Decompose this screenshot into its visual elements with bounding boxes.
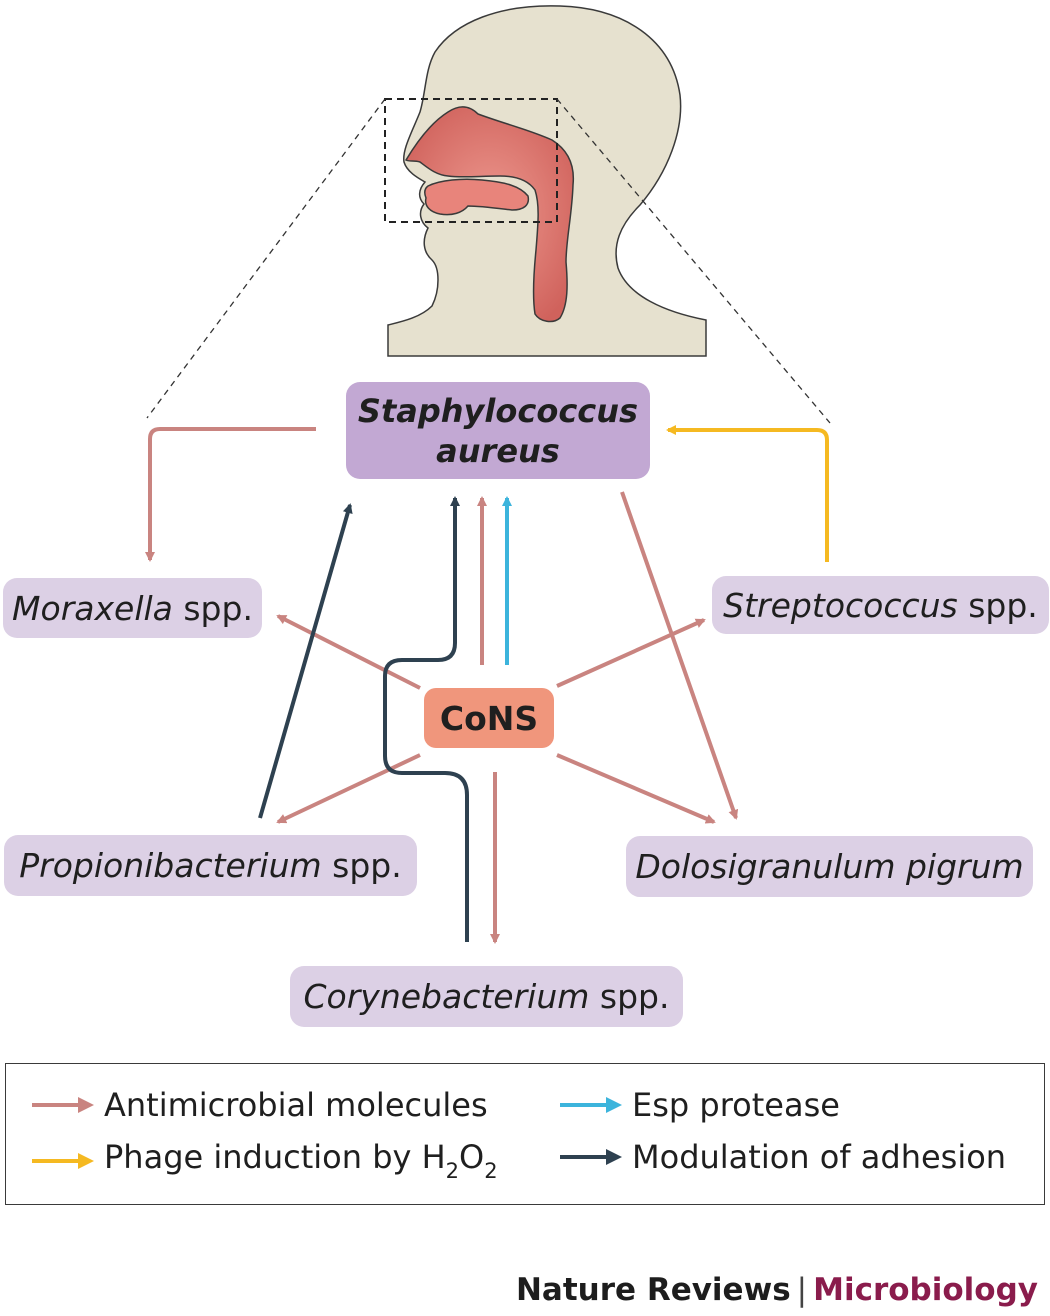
dolosigranulum-name: Dolosigranulum pigrum: [635, 847, 1024, 886]
journal-name: Nature Reviews: [515, 1272, 791, 1308]
legend-item-esp: Esp protease: [558, 1086, 840, 1124]
streptococcus-suffix: spp.: [957, 585, 1038, 625]
arrow-staph-to-dolosigranulum: [620, 491, 739, 820]
legend-arrow-esp: [560, 1097, 622, 1113]
phage-sub2: 2: [484, 1159, 498, 1183]
node-streptococcus: Streptococcus spp.: [712, 576, 1049, 634]
arrow-cons-to-streptococcus: [556, 618, 706, 688]
legend-label-esp: Esp protease: [632, 1086, 840, 1124]
arrow-cons-to-dolosigranulum: [556, 753, 716, 824]
staph-line1: Staphylococcus: [357, 391, 639, 430]
arrow-streptococcus-to-staph: [666, 425, 829, 562]
head-illustration: [384, 5, 707, 357]
staph-line2: aureus: [436, 431, 560, 470]
legend: Antimicrobial molecules Phage induction …: [5, 1063, 1045, 1205]
legend-label-antimicrobial: Antimicrobial molecules: [104, 1086, 488, 1124]
arrow-propionibacterium-to-staph: [258, 503, 353, 819]
legend-arrow-phage: [32, 1152, 94, 1169]
node-propionibacterium: Propionibacterium spp.: [4, 835, 417, 896]
arrow-staph-to-moraxella: [145, 427, 316, 562]
node-dolosigranulum: Dolosigranulum pigrum: [626, 836, 1033, 897]
journal-section: Microbiology: [813, 1272, 1038, 1308]
zoom-line-right: [556, 98, 831, 424]
corynebacterium-suffix: spp.: [589, 977, 670, 1016]
moraxella-genus: Moraxella: [12, 588, 173, 628]
moraxella-suffix: spp.: [172, 588, 253, 628]
arrow-corynebacterium-to-staph: [383, 496, 469, 942]
phage-sub1: 2: [445, 1159, 460, 1183]
phage-mid: O: [459, 1138, 485, 1176]
legend-item-antimicrobial: Antimicrobial molecules: [30, 1086, 488, 1124]
phage-prefix: Phage induction by H: [104, 1138, 446, 1176]
legend-arrow-antimicrobial: [32, 1097, 94, 1113]
legend-label-modulation: Modulation of adhesion: [632, 1138, 1007, 1176]
legend-item-phage: Phage induction by H2O2: [30, 1138, 498, 1183]
propionibacterium-genus: Propionibacterium: [19, 846, 322, 885]
oral-cavity: [423, 178, 530, 216]
arrow-cons-to-propionibacterium: [276, 753, 421, 824]
node-moraxella: Moraxella spp.: [3, 578, 262, 638]
arrow-cons-to-moraxella: [276, 614, 421, 690]
legend-label-phage: Phage induction by H2O2: [104, 1138, 498, 1183]
node-cons: CoNS: [424, 688, 554, 748]
node-corynebacterium: Corynebacterium spp.: [290, 966, 683, 1027]
legend-item-modulation: Modulation of adhesion: [558, 1138, 1006, 1176]
propionibacterium-suffix: spp.: [321, 846, 402, 885]
footer-separator: |: [796, 1272, 808, 1308]
zoom-box: [384, 98, 558, 223]
zoom-line-left: [146, 98, 386, 419]
node-staphylococcus-aureus: Staphylococcus aureus: [346, 382, 650, 479]
corynebacterium-genus: Corynebacterium: [303, 977, 590, 1016]
journal-footer: Nature Reviews|Microbiology: [516, 1272, 1038, 1308]
cons-label: CoNS: [439, 698, 539, 738]
nasal-airway: [404, 106, 575, 323]
streptococcus-genus: Streptococcus: [723, 585, 958, 625]
legend-arrow-modulation: [560, 1149, 622, 1165]
